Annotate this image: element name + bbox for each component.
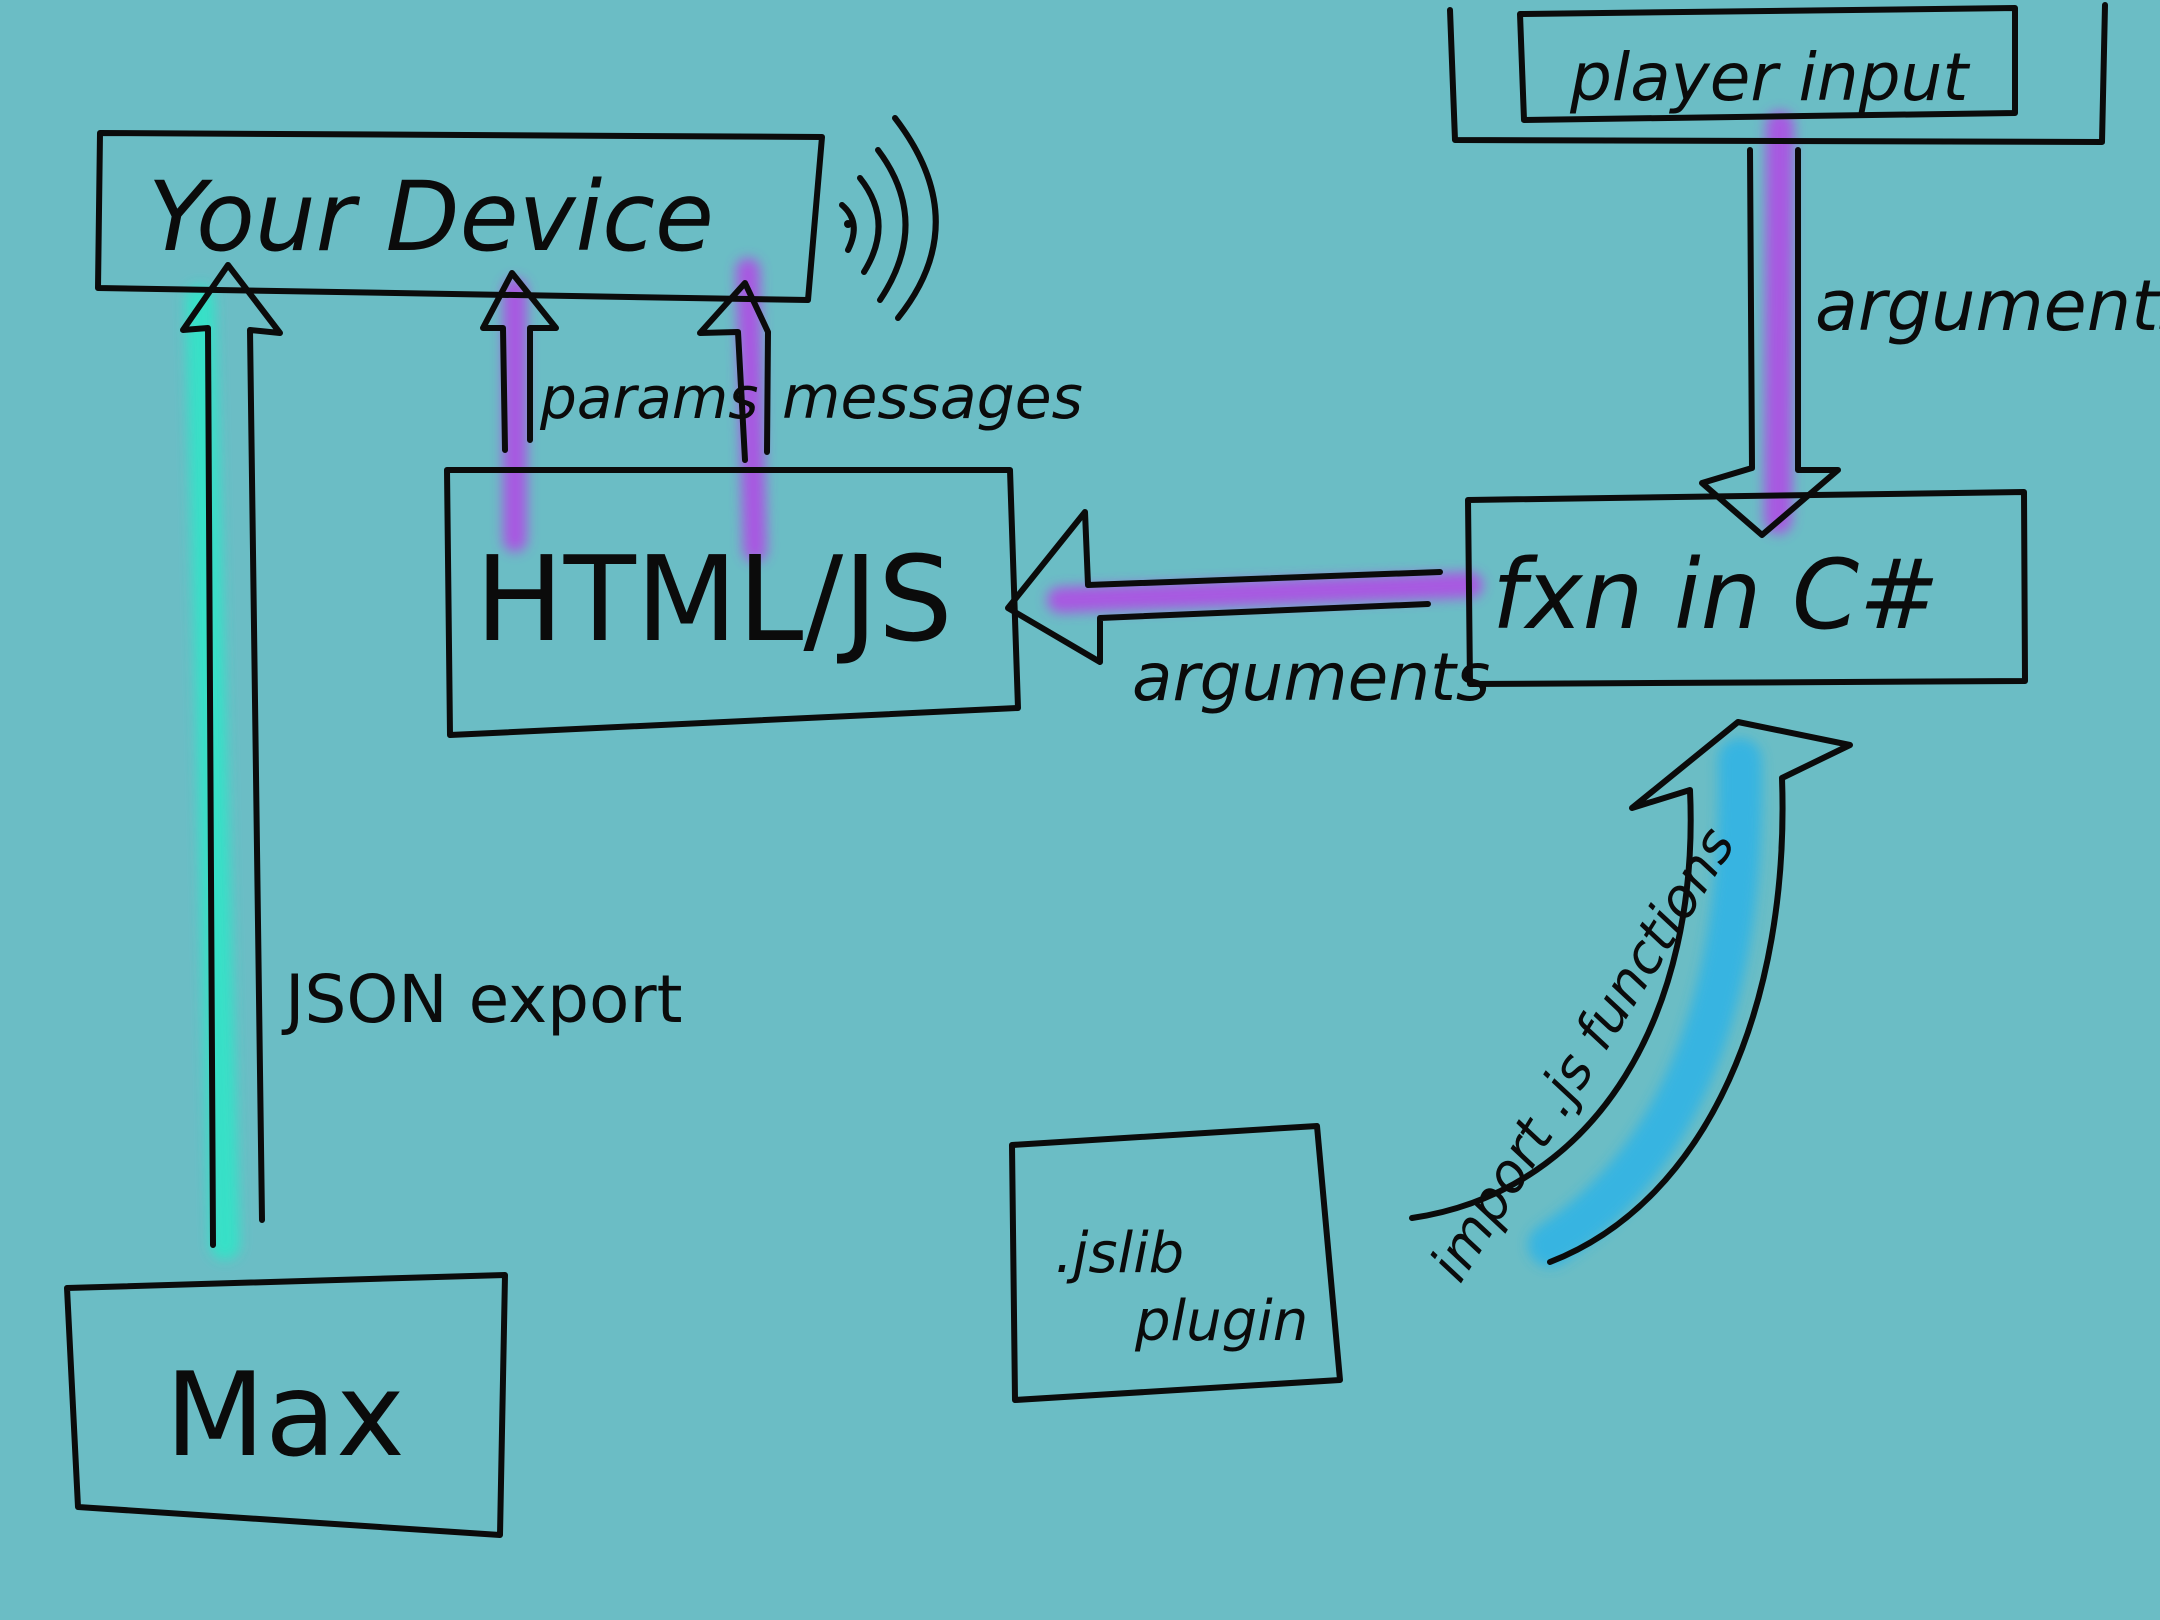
json-export-label: JSON export [281,961,682,1038]
fxn-csharp-box [1465,489,2028,687]
purple-highlight-arguments-down [1764,111,1794,534]
jslib-plugin-box [1009,1123,1343,1403]
your-device-label: Your Device [148,161,714,273]
arguments-left-arrow [1005,509,1443,665]
player-input-label: player input [1569,39,1970,116]
json-export-arrow [180,262,283,1248]
max-label: Max [165,1348,405,1483]
jslib-label-line2: plugin [1134,1289,1308,1354]
html-js-label: HTML/JS [475,530,953,668]
arguments-down-label: arguments [1815,265,2160,347]
import-functions-arrow [1409,719,1853,1265]
wifi-signal-icon [839,115,939,321]
params-arrow [480,270,559,453]
player-input-box [1517,5,2018,123]
messages-arrow [697,280,771,463]
purple-highlight-messages [736,258,767,562]
messages-label: messages [782,363,1083,433]
fxn-csharp-label: fxn in C# [1492,539,1939,651]
html-js-box [444,467,1021,738]
jslib-label-line1: .jslib [1055,1221,1184,1286]
player-input-outer-frame [1447,2,2108,145]
your-device-box [95,130,825,303]
params-label: params [539,364,758,432]
blue-highlight [1528,738,1763,1267]
arguments-down-arrow [1699,147,1841,538]
purple-highlight-arguments-left [1047,572,1483,613]
max-box [64,1272,508,1538]
arguments-left-label: arguments [1132,639,1490,716]
